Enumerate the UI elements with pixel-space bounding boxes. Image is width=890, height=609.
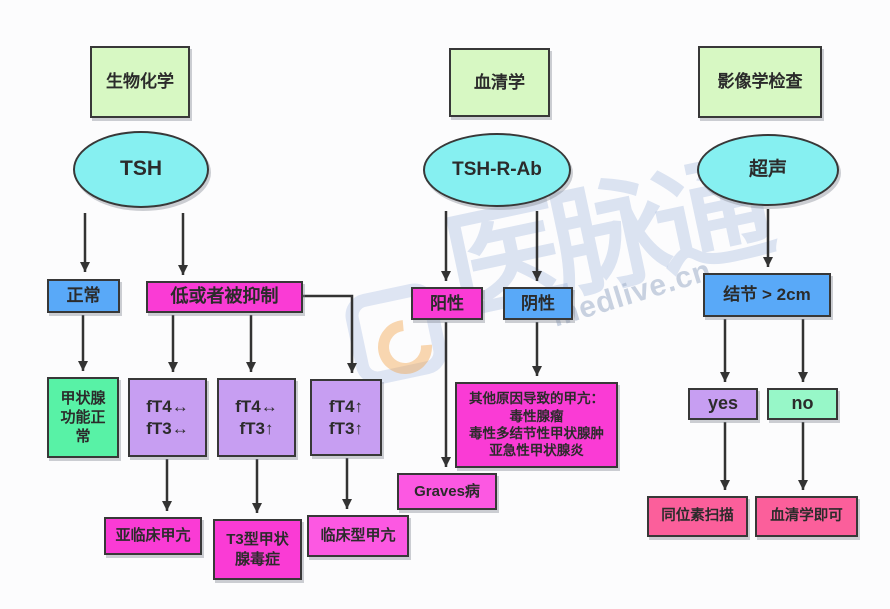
node-nodule-gt-2cm: 结节 > 2cm <box>703 273 831 317</box>
header-biochemistry: 生物化学 <box>90 46 190 118</box>
node-other-causes: 其他原因导致的甲亢： 毒性腺瘤 毒性多结节性甲状腺肿 亚急性甲状腺炎 <box>455 382 618 468</box>
node-clinical-hyperthyroidism: 临床型甲亢 <box>307 515 409 557</box>
header-imaging: 影像学检查 <box>698 46 822 118</box>
node-positive: 阳性 <box>411 287 483 320</box>
node-tsh-low-suppressed: 低或者被抑制 <box>146 281 303 313</box>
node-t3-thyrotoxicosis: T3型甲状 腺毒症 <box>213 519 302 580</box>
node-negative: 阴性 <box>503 287 573 320</box>
node-subclinical-hyperthyroidism: 亚临床甲亢 <box>104 517 202 555</box>
node-tsh-r-ab: TSH-R-Ab <box>423 133 571 207</box>
node-thyroid-function-normal: 甲状腺 功能正 常 <box>47 377 119 458</box>
node-ft4-normal-ft3-normal: fT4↔ fT3↔ <box>128 378 207 457</box>
node-isotope-scan: 同位素扫描 <box>647 496 748 537</box>
node-tsh-normal: 正常 <box>47 279 120 313</box>
node-yes: yes <box>688 388 758 420</box>
node-ft4-up-ft3-up: fT4↑ fT3↑ <box>310 379 382 456</box>
node-ultrasound: 超声 <box>697 134 839 206</box>
node-graves-disease: Graves病 <box>397 473 497 510</box>
header-serology: 血清学 <box>449 48 550 117</box>
node-serology-sufficient: 血清学即可 <box>755 496 858 537</box>
arrow-low-to-ft4c <box>303 294 357 373</box>
node-ft4-normal-ft3-up: fT4↔ fT3↑ <box>217 378 296 457</box>
node-no: no <box>767 388 838 420</box>
node-tsh: TSH <box>73 131 209 208</box>
